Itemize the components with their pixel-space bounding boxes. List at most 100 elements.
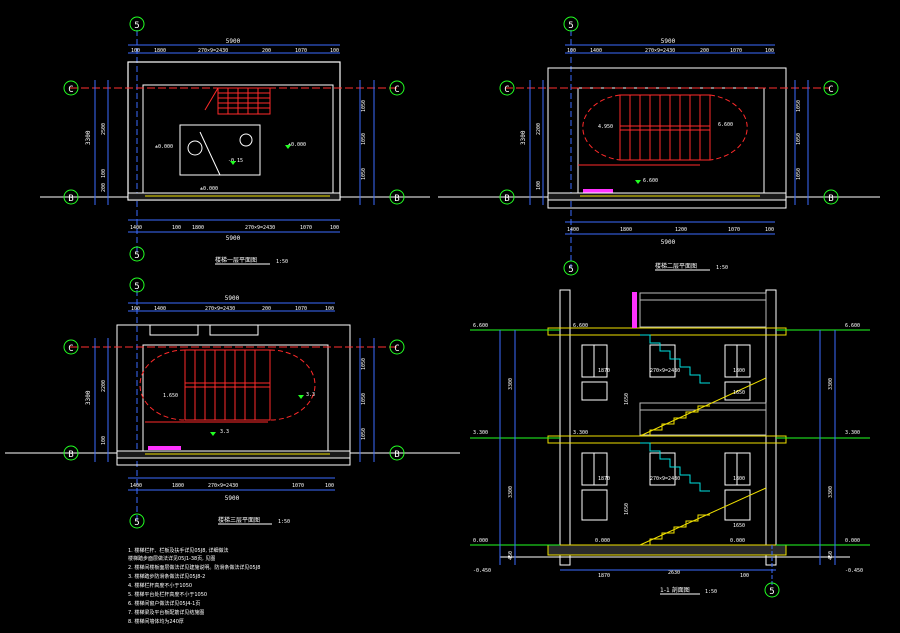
section-title: 1-1 剖面图 (660, 586, 690, 594)
dim-seg: 100 (330, 225, 339, 231)
dim-total-bottom: 5900 (226, 235, 241, 242)
dim-seg: 1800 (192, 225, 204, 231)
balustrade (639, 292, 767, 436)
dim-seg: 100 (172, 225, 181, 231)
axis-label: B (504, 194, 509, 204)
dim-seg: 2200 (536, 123, 542, 135)
elevation-label: 4.950 (598, 124, 613, 130)
axis-label: C (394, 85, 399, 95)
dim-seg: 100 (567, 48, 576, 54)
axis-bubble-right-b (389, 189, 405, 205)
plan-scale: 1:50 (716, 265, 728, 271)
dim-seg: 1070 (300, 225, 312, 231)
axis-label: C (504, 85, 509, 95)
fixture-icon (239, 133, 253, 147)
dim-total-top: 5900 (225, 295, 240, 302)
dim-total-top: 5900 (661, 38, 676, 45)
dim-seg: 1650 (624, 503, 630, 515)
general-notes: 1. 楼梯栏杆、栏板及扶手详见05J8, 详细做法 楼梯踏步面层做法详见05J1… (128, 547, 260, 625)
plan-title: 楼梯一层平面图 (215, 256, 257, 264)
section-wall-left (559, 289, 571, 566)
dim-total-bottom: 5900 (661, 239, 676, 246)
dim-seg: 100 (101, 169, 107, 178)
elevation-label: 6.600 (643, 178, 658, 184)
stair-flight (640, 334, 710, 492)
axis-label-top: 5 (134, 282, 139, 292)
axis-bubble-right-c (823, 80, 839, 96)
dim-seg: 100 (131, 48, 140, 54)
wall-outline (547, 67, 787, 209)
dim-total-left: 3300 (85, 390, 92, 405)
dim-seg: 450 (828, 551, 834, 560)
dim-seg: 1050 (796, 133, 802, 145)
dim-seg: 1800 (154, 48, 166, 54)
dim-seg: 1800 (620, 227, 632, 233)
magenta-marker (583, 189, 613, 193)
level-label: -0.450 (845, 568, 863, 574)
note-line: 6. 楼梯间窗户做法详见05J4-1页 (128, 600, 200, 607)
axis-label-bottom: 5 (568, 265, 573, 275)
window-box (149, 324, 199, 336)
dim-seg: 100 (325, 306, 334, 312)
section-1-1: 6.600 6.600 6.600 3.300 3.300 3.300 0.00… (470, 289, 870, 598)
axis-bubble-right-c (389, 339, 405, 355)
axis-label: B (68, 450, 73, 460)
dim-seg: 270×9=2430 (198, 48, 228, 54)
dim-seg: 1800 (733, 476, 745, 482)
dim-seg: 100 (131, 306, 140, 312)
note-line: 7. 楼梯梁及平台板配筋详见结施图 (128, 609, 204, 616)
axis-bubble-left-b (499, 189, 515, 205)
dim-seg: 200 (700, 48, 709, 54)
dim-total-bottom: 5900 (225, 495, 240, 502)
dim-seg: 200 (262, 48, 271, 54)
level-label: 3.300 (845, 430, 860, 436)
axis-bubble-top (129, 277, 145, 293)
dim-seg: 1650 (733, 390, 745, 396)
axis-bubble-bottom (764, 582, 780, 598)
dim-seg: 270×9=2430 (245, 225, 275, 231)
dim-seg: 1800 (733, 368, 745, 374)
section-scale: 1:50 (705, 589, 717, 595)
dim-seg: 1400 (130, 483, 142, 489)
dim-total-left: 3300 (520, 130, 527, 145)
axis-label: C (68, 344, 73, 354)
dim-seg: 1400 (590, 48, 602, 54)
dim-seg: 2200 (101, 380, 107, 392)
level-label: 6.600 (473, 323, 488, 329)
dim-seg: 270×9=2430 (650, 368, 680, 374)
axis-bubble-left-b (63, 445, 79, 461)
plan-title: 楼梯三层平面图 (218, 516, 260, 524)
ground-slab (547, 544, 787, 556)
axis-label: C (394, 344, 399, 354)
dim-seg: 1400 (154, 306, 166, 312)
dim-seg: 1800 (172, 483, 184, 489)
dim-seg: 1070 (728, 227, 740, 233)
magenta-marker (148, 446, 181, 450)
note-line: 楼梯踏步面层做法详见05J1-38页, 见图 (128, 555, 215, 562)
dim-seg: 1400 (130, 225, 142, 231)
level-label: 0.000 (730, 538, 745, 544)
dim-seg: 270×9=2430 (208, 483, 238, 489)
dim-seg: 1070 (295, 48, 307, 54)
dim-seg: 100 (765, 227, 774, 233)
dim-seg: 1050 (361, 133, 367, 145)
axis-bubble-top (563, 16, 579, 32)
dim-seg: 1070 (730, 48, 742, 54)
axis-bubble-left-c (63, 339, 79, 355)
dim-seg: 270×9=2430 (650, 476, 680, 482)
axis-label: C (828, 85, 833, 95)
axis-bubble-top (129, 16, 145, 32)
dim-seg: 1050 (361, 168, 367, 180)
plan-2: 5 5 5900 100 1400 270×9=2430 200 1070 10… (438, 16, 880, 276)
note-line: 4. 楼梯栏杆高度不小于1050 (128, 582, 192, 589)
axis-label-bottom: 5 (769, 587, 774, 597)
dim-seg: 450 (508, 551, 514, 560)
axis-label: B (394, 194, 399, 204)
axis-bubble-left-c (499, 80, 515, 96)
note-line: 1. 楼梯栏杆、栏板及扶手详见05J8, 详细做法 (128, 547, 229, 554)
dim-seg: 2500 (101, 123, 107, 135)
dim-seg: 3300 (828, 486, 834, 498)
elev-marker (210, 432, 216, 436)
elev-marker (298, 395, 304, 399)
